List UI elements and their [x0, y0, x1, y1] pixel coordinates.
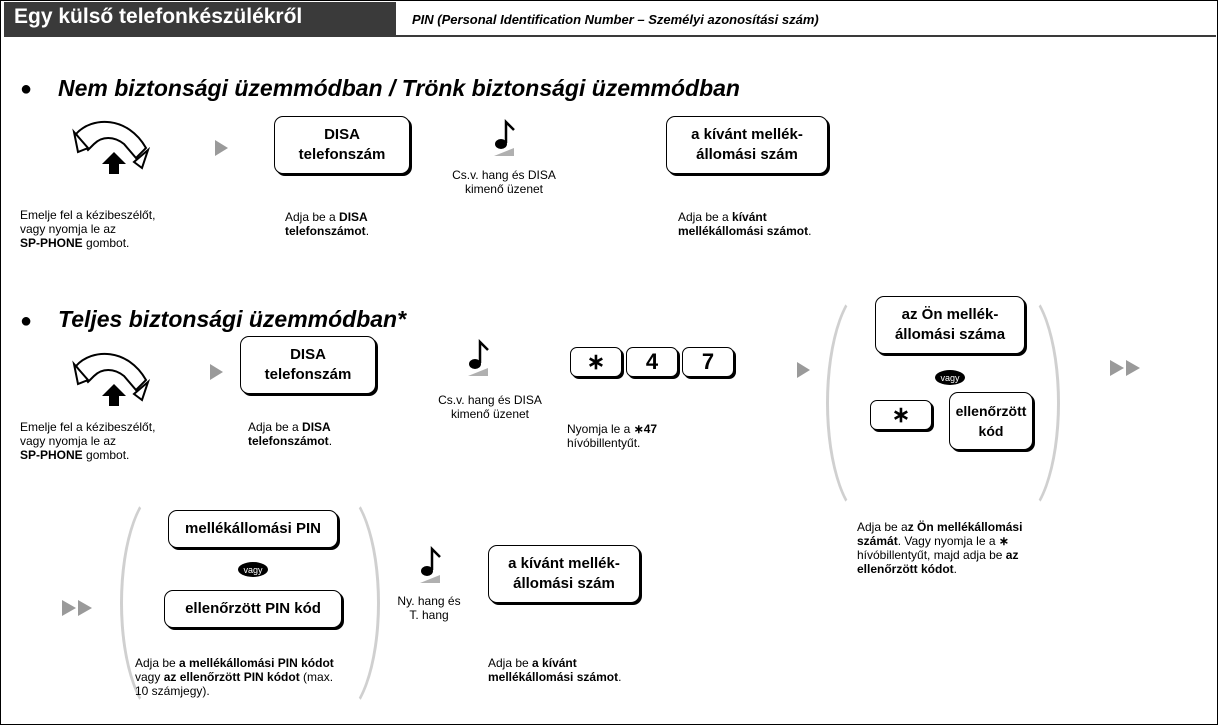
- tone-note-icon: [420, 545, 441, 583]
- play-arrow-icon: [797, 362, 810, 378]
- feature-desc: Nyomja le a ∗47 hívóbillentyűt.: [567, 422, 658, 450]
- extension-pin-key: mellékállomási PIN: [168, 510, 338, 548]
- star-key-2: ∗: [870, 400, 932, 430]
- header-rule: [4, 35, 1216, 37]
- section2-bullet: ●: [20, 310, 33, 332]
- verified-pin-key: ellenőrzött PIN kód: [164, 590, 342, 628]
- digit-7-key: 7: [682, 347, 734, 377]
- right-parenthesis: [294, 487, 380, 719]
- tone-note-icon: [494, 118, 515, 156]
- tone-note-icon: [468, 338, 489, 376]
- right-parenthesis: [974, 285, 1060, 521]
- section1-title: Nem biztonsági üzemmódban / Trönk bizton…: [58, 75, 740, 101]
- page-subtitle: PIN (Personal Identification Number – Sz…: [412, 12, 819, 27]
- left-parenthesis: [826, 285, 912, 521]
- pin-desc: Adja be a mellékállomási PIN kódot vagy …: [135, 656, 334, 698]
- own-extension-desc: Adja be az Ön mellékállomási számát. Vag…: [857, 520, 1023, 576]
- desired-extension-key-1: a kívánt mellék-állomási szám: [666, 116, 828, 174]
- desired-extension-key-2: a kívánt mellék-állomási szám: [488, 545, 640, 603]
- or-badge: vagy: [238, 562, 268, 577]
- or-badge: vagy: [935, 370, 965, 385]
- offhook-desc-2: Emelje fel a kézibeszélőt, vagy nyomja l…: [20, 420, 156, 462]
- extension-desc-2: Adja be a kívánt mellékállomási számot.: [488, 656, 622, 684]
- own-extension-key: az Ön mellék-állomási száma: [875, 296, 1025, 354]
- section1-bullet: ●: [20, 78, 33, 100]
- offhook-desc-1: Emelje fel a kézibeszélőt, vagy nyomja l…: [20, 208, 156, 250]
- left-parenthesis: [120, 487, 206, 719]
- disa-desc-2: Adja be a DISA telefonszámot.: [248, 420, 333, 448]
- handset-offhook-icon: [72, 352, 151, 406]
- handset-offhook-icon: [72, 120, 151, 174]
- page-title: Egy külső telefonkészülékről: [14, 5, 303, 28]
- digit-4-key: 4: [626, 347, 678, 377]
- header-tab: [4, 2, 396, 35]
- play-arrow-icon: [210, 364, 223, 380]
- star-key: ∗: [570, 347, 622, 377]
- double-arrow-icon: [62, 600, 92, 616]
- play-arrow-icon: [215, 140, 228, 156]
- section2-title: Teljes biztonsági üzemmódban*: [58, 306, 407, 332]
- extension-desc-1: Adja be a kívánt mellékállomási számot.: [678, 210, 812, 238]
- double-arrow-icon: [1110, 360, 1140, 376]
- disa-desc-1: Adja be a DISA telefonszámot.: [285, 210, 370, 238]
